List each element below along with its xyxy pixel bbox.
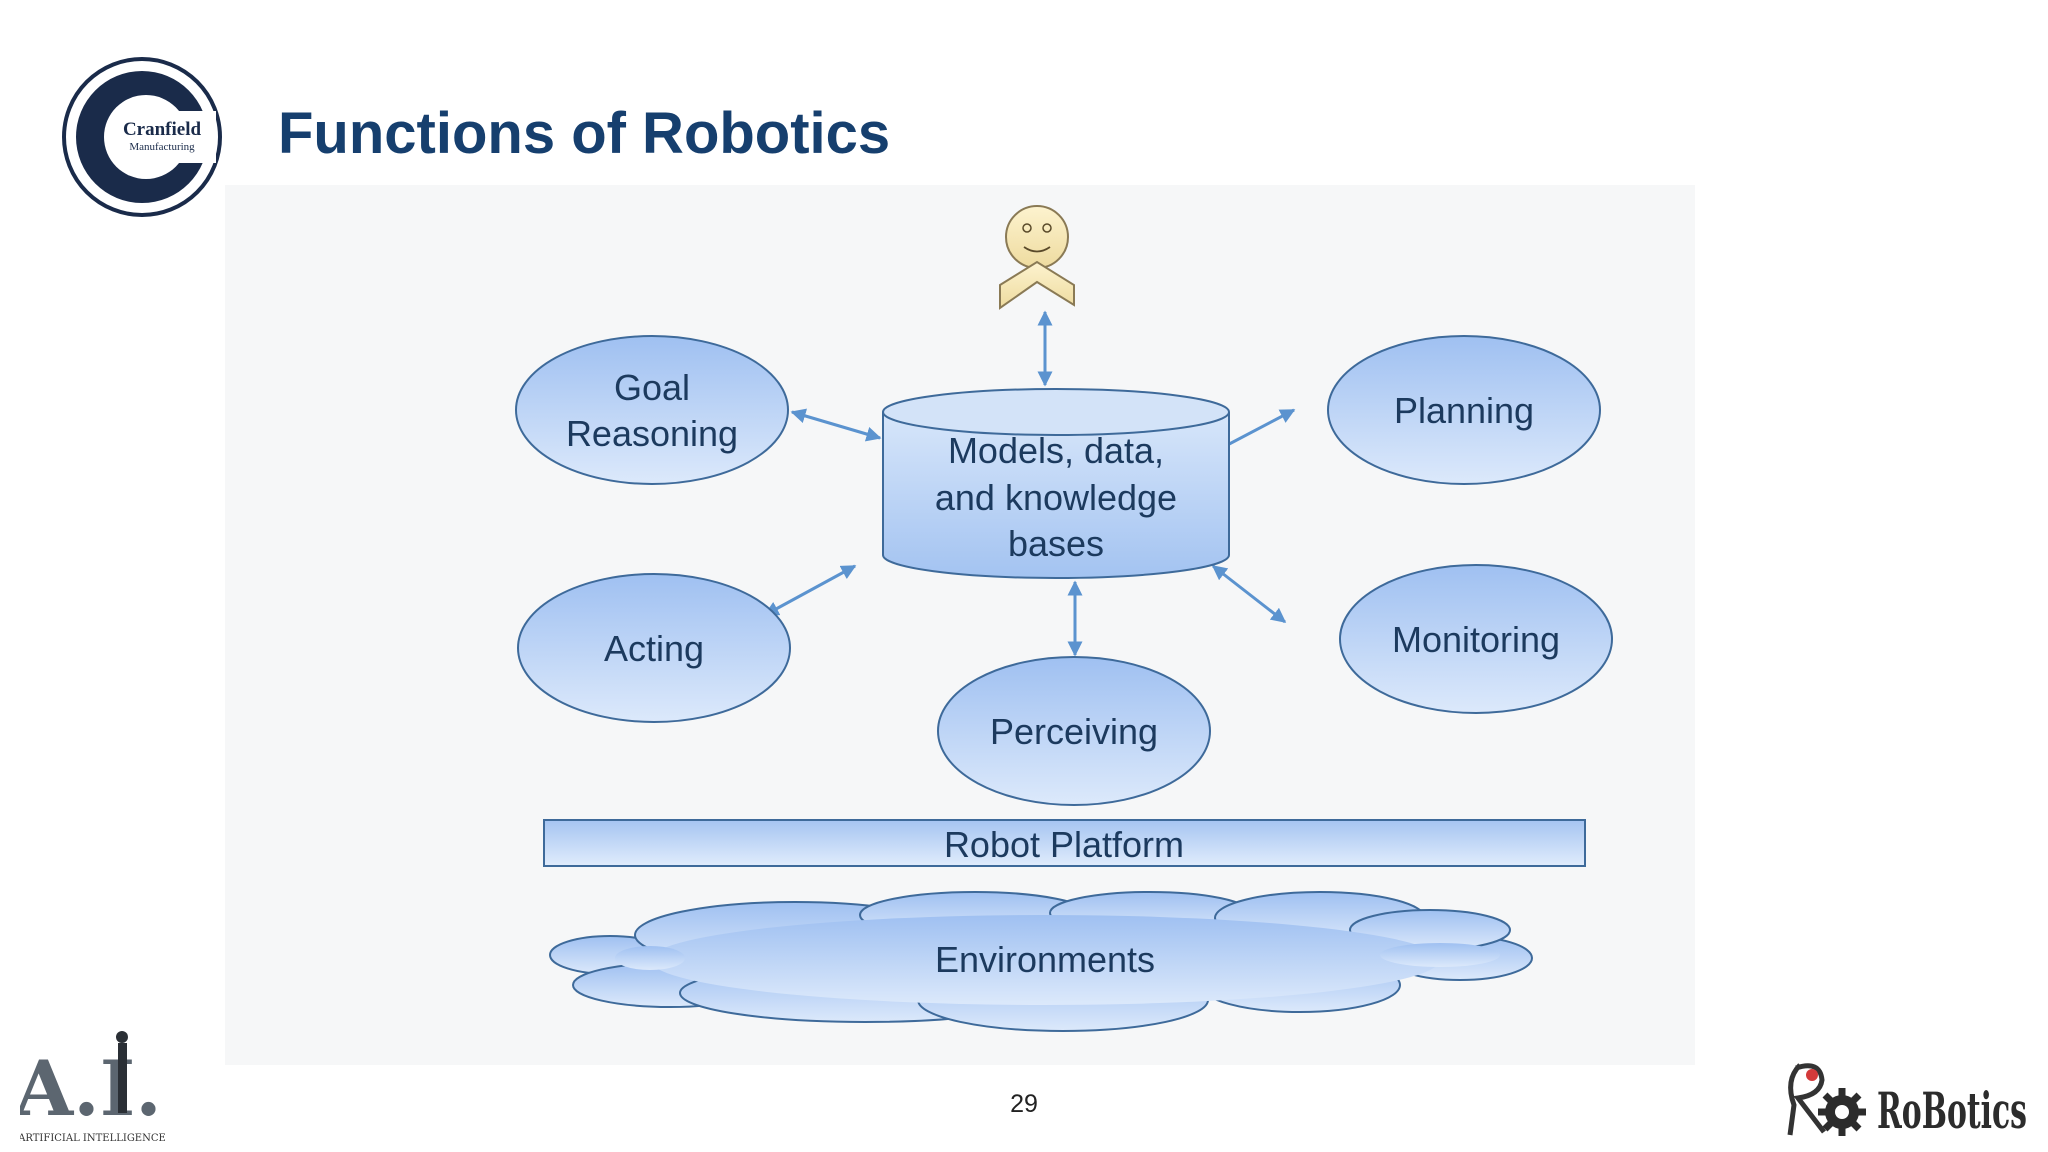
environments-label: Environments	[935, 939, 1155, 980]
gear-icon	[1818, 1088, 1866, 1136]
arrow-center-monitoring	[1211, 564, 1287, 624]
arrow-goal-center	[790, 408, 882, 442]
cranfield-logo-name: Cranfield	[123, 119, 202, 140]
environments-cloud: Environments	[549, 891, 1533, 1032]
goal-reasoning-node: Goal Reasoning	[515, 335, 789, 485]
ai-logo-mark: A.I.	[20, 1044, 162, 1133]
acting-node: Acting	[517, 573, 791, 723]
center-label-line1: Models, data,	[948, 430, 1164, 471]
planning-label: Planning	[1394, 390, 1534, 431]
monitoring-label: Monitoring	[1392, 619, 1560, 660]
slide-title: Functions of Robotics	[278, 101, 891, 166]
robotics-logo: RoBotics	[1787, 1063, 2027, 1140]
page-number: 29	[1010, 1090, 1038, 1118]
monitoring-node: Monitoring	[1339, 564, 1613, 714]
ai-logo-caption: ARTIFICIAL INTELLIGENCE	[20, 1133, 166, 1144]
center-label-line3: bases	[1008, 523, 1104, 564]
planning-node: Planning	[1327, 335, 1601, 485]
cranfield-logo: Cranfield Manufacturing	[62, 57, 222, 217]
robot-platform-bar: Robot Platform	[543, 819, 1586, 867]
robotics-logo-mark: RoBotics	[1877, 1081, 2027, 1140]
arrow-acting-center	[763, 564, 857, 617]
knowledge-base-cylinder: Models, data, and knowledge bases	[882, 388, 1230, 579]
perceiving-label: Perceiving	[990, 711, 1158, 752]
goal-label-line1: Goal	[614, 367, 690, 408]
goal-label-line2: Reasoning	[566, 413, 738, 454]
person-icon	[999, 205, 1075, 310]
connector-arrows	[763, 310, 1296, 657]
ai-logo: A.I. ARTIFICIAL INTELLIGENCE	[20, 1031, 166, 1144]
platform-label: Robot Platform	[944, 824, 1184, 865]
acting-label: Acting	[604, 628, 704, 669]
center-label-line2: and knowledge	[935, 477, 1177, 518]
cranfield-logo-subtitle: Manufacturing	[129, 141, 195, 153]
perceiving-node: Perceiving	[937, 656, 1211, 806]
